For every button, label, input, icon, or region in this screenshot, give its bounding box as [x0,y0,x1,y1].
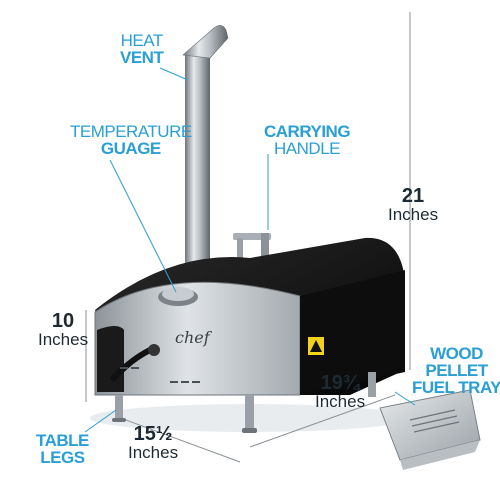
temperature-gauge-icon [158,287,198,306]
callout-carrying-handle-line1: CARRYING [264,122,351,141]
callout-temperature-gauge: TEMPERATURE GUAGE [70,123,192,157]
callout-heat-vent-line1: HEAT [120,31,164,50]
dimension-height-total: 21 Inches [388,186,438,223]
dimension-height-body: 10 Inches [38,311,88,348]
callout-fuel-tray-line3: FUEL TRAY [412,378,500,397]
dimension-width: 15½ Inches [128,424,178,461]
callout-carrying-handle: CARRYING HANDLE [264,122,351,158]
dimension-width-value: 15½ [133,423,173,445]
callout-fuel-tray-line2: PELLET [425,361,488,380]
oven-side-panel [300,270,405,395]
callout-heat-vent: HEAT VENT [120,31,164,67]
oven-front-panel [94,281,301,396]
callout-table-legs: TABLE LEGS [36,432,89,466]
vent-slots [120,367,200,383]
dimension-depth-value: 19¾ [320,372,360,394]
callout-lines [84,67,416,433]
callout-table-legs-line1: TABLE [36,431,89,450]
brand-logo: chef [175,328,210,347]
dimension-height-total-unit: Inches [388,205,439,224]
warning-label-icon [308,337,324,355]
callout-fuel-tray-line1: WOOD [430,344,483,363]
carrying-handle [233,233,271,270]
dimension-height-body-unit: Inches [38,330,89,349]
dimension-height-total-value: 21 [401,185,425,207]
dimension-lines [85,12,411,463]
dimension-depth-unit: Inches [315,392,366,411]
control-knob-icon [109,344,160,383]
callout-heat-vent-line2: VENT [120,48,164,67]
callout-fuel-tray: WOOD PELLET FUEL TRAY [412,345,500,396]
callout-carrying-handle-line2: HANDLE [274,139,340,158]
wood-pellet-fuel-tray [379,389,481,470]
table-legs [112,372,376,433]
callout-temperature-gauge-line2: GUAGE [100,139,161,158]
dimension-height-body-value: 10 [51,310,75,332]
oven-opening [97,326,124,392]
callout-table-legs-line2: LEGS [40,448,85,467]
dimension-width-unit: Inches [128,443,179,462]
dimension-depth: 19¾ Inches [315,373,365,410]
callout-temperature-gauge-line1: TEMPERATURE [70,122,192,141]
